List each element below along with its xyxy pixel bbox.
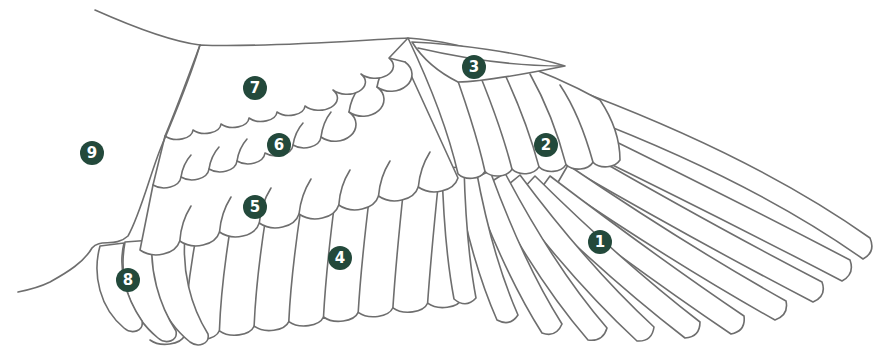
covert-edge [530, 74, 566, 165]
callout-number: 2 [534, 133, 558, 157]
lesser-coverts-row [165, 38, 408, 139]
tertial-feather [97, 243, 142, 332]
callout-number: 6 [267, 133, 291, 157]
covert-edge [299, 179, 311, 214]
lesser-coverts [165, 38, 408, 139]
covert-edge [220, 197, 232, 232]
covert-edge [500, 64, 539, 167]
covert-edge [180, 206, 191, 241]
covert-edge [339, 170, 350, 205]
callout-number: 4 [328, 246, 352, 270]
covert-edge [418, 152, 430, 187]
covert-edge [560, 85, 593, 162]
secondary-edge [428, 177, 439, 303]
alula-outline [412, 42, 565, 82]
covert-edge [181, 155, 191, 177]
covert-edge [237, 139, 247, 161]
alula [412, 42, 565, 82]
covert-edge [293, 123, 303, 145]
primary-coverts [408, 38, 620, 178]
secondary-edge [254, 216, 266, 326]
covert-edge [379, 161, 391, 196]
body-line [18, 45, 200, 292]
callout-number: 3 [462, 55, 486, 79]
back-line [95, 10, 200, 45]
primary-feather [557, 165, 787, 320]
secondary-edge [393, 185, 404, 308]
callout-number: 1 [588, 230, 612, 254]
callout-number: 7 [243, 76, 267, 100]
covert-edge [321, 112, 331, 137]
secondary-edge [289, 208, 301, 322]
callout-number: 9 [80, 141, 104, 165]
alula-shaft [418, 48, 562, 66]
callout-number: 8 [116, 268, 140, 292]
primary-coverts-outline [408, 38, 620, 178]
callout-number: 5 [243, 195, 267, 219]
body-outline [18, 10, 200, 292]
secondary-edge [219, 224, 231, 331]
covert-edge [209, 147, 219, 169]
